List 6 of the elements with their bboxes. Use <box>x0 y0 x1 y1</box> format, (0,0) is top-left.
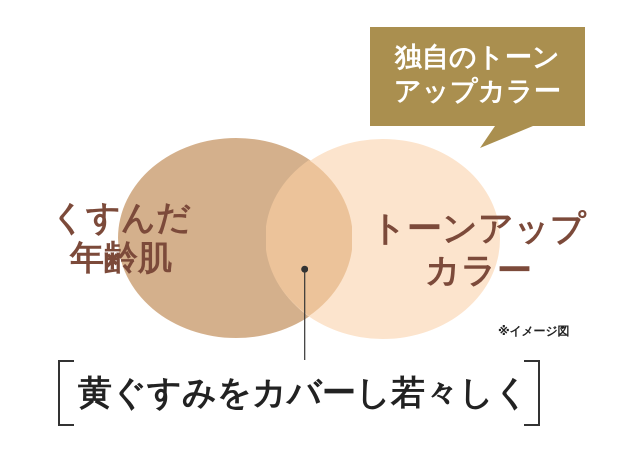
note-text: ※イメージ図 <box>498 323 570 340</box>
circle-label: トーンアップカラー <box>370 208 588 292</box>
overlap-region <box>266 160 352 316</box>
callout-text: 黄ぐすみをカバーし若々しく <box>78 373 520 413</box>
leader-line <box>301 266 308 360</box>
bubble-text: 独自のトーンアップカラー <box>393 41 562 109</box>
